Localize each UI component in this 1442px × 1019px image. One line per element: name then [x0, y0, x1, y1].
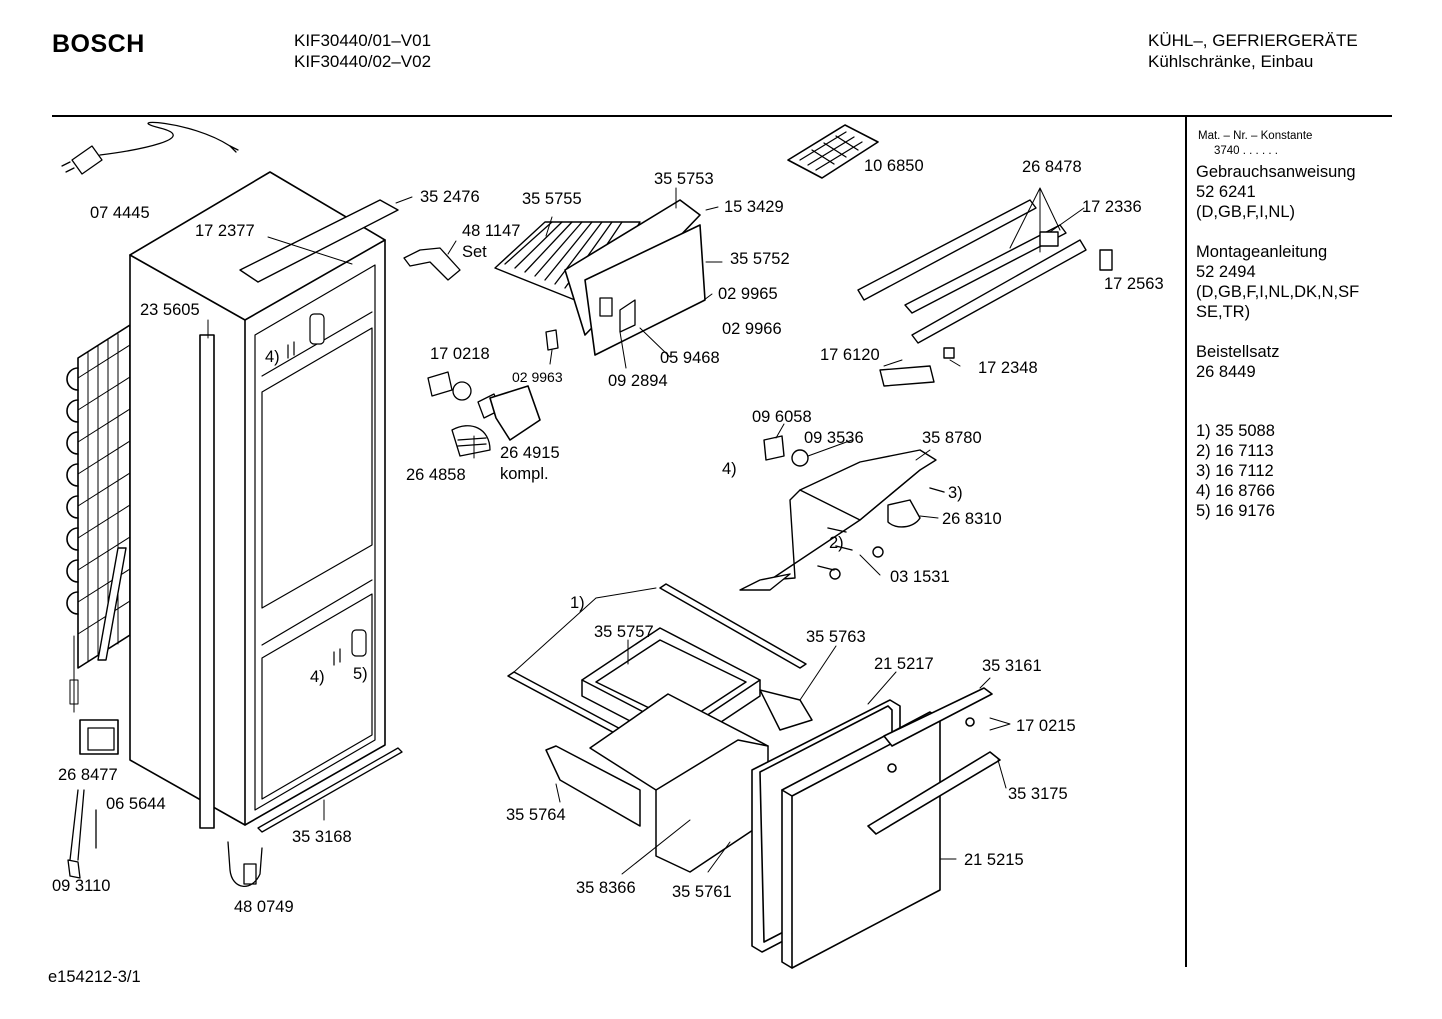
cabinet-drawing	[130, 172, 385, 825]
leader-lines	[74, 188, 1084, 874]
bottom-strip	[258, 748, 402, 832]
footnote-item: 5) 16 9176	[1196, 502, 1275, 520]
part-label: 35 3175	[1008, 785, 1068, 803]
part-label: 07 4445	[90, 204, 150, 222]
part-label: 35 3168	[292, 828, 352, 846]
sidebar-divider	[1185, 117, 1187, 967]
model-number-2: KIF30440/02–V02	[294, 52, 432, 71]
install-languages-1: (D,GB,F,I,NL,DK,N,SF	[1196, 283, 1360, 301]
part-label: 17 0218	[430, 345, 490, 363]
part-label: 35 5763	[806, 628, 866, 646]
part-label: 48 0749	[234, 898, 294, 916]
top-mounting-bracket	[240, 200, 398, 282]
part-label: 17 2377	[195, 222, 255, 240]
footnote-item: 4) 16 8766	[1196, 482, 1275, 500]
drawer-assembly-drawing	[508, 584, 812, 872]
install-title: Montageanleitung	[1196, 243, 1328, 261]
part-label: 4)	[722, 460, 737, 478]
side-trim-strip	[200, 335, 214, 828]
part-label: 17 2348	[978, 359, 1038, 377]
category-title: KÜHL–, GEFRIERGERÄTE	[1148, 31, 1358, 50]
part-label: 06 5644	[106, 795, 166, 813]
part-label: 4)	[265, 348, 280, 366]
part-label: 35 8366	[576, 879, 636, 897]
lamp-housing-drawing	[428, 372, 540, 456]
install-section: Montageanleitung 52 2494 (D,GB,F,I,NL,DK…	[1196, 242, 1359, 322]
lower-left-components	[68, 720, 262, 886]
part-label: 35 5764	[506, 806, 566, 824]
flap-assembly-drawing	[740, 436, 944, 590]
part-label: 35 5753	[654, 170, 714, 188]
evaporator-panel-drawing	[404, 200, 705, 355]
part-label: 09 6058	[752, 408, 812, 426]
part-label: 26 8310	[942, 510, 1002, 528]
footnote-item: 3) 16 7112	[1196, 462, 1274, 480]
footnote-item: 1) 35 5088	[1196, 422, 1275, 440]
manual-title: Gebrauchsanweisung	[1196, 163, 1356, 181]
part-label: 35 5761	[672, 883, 732, 901]
part-label: 21 5215	[964, 851, 1024, 869]
power-cord-drawing	[62, 122, 238, 174]
kit-section: Beistellsatz 26 8449	[1196, 342, 1279, 382]
part-label: 48 1147	[462, 222, 521, 240]
part-label: 09 3110	[52, 877, 111, 895]
part-label: 02 9963	[512, 369, 563, 385]
part-label: 17 6120	[820, 346, 880, 364]
manual-languages: (D,GB,F,I,NL)	[1196, 203, 1296, 221]
part-label: 26 8477	[58, 766, 118, 784]
part-label: 35 8780	[922, 429, 982, 447]
footnote-item: 2) 16 7113	[1196, 442, 1274, 460]
door-drawing	[752, 688, 1000, 968]
install-languages-2: SE,TR)	[1196, 303, 1251, 321]
part-label: Set	[462, 243, 487, 261]
part-label: 05 9468	[660, 349, 720, 367]
part-label: 35 5757	[594, 623, 654, 641]
manual-number: 52 6241	[1196, 183, 1256, 201]
part-label: 09 2894	[608, 372, 668, 390]
part-label: 03 1531	[890, 568, 950, 586]
condenser-coil-drawing	[67, 325, 130, 712]
upper-rails-drawing	[858, 200, 1112, 386]
footnote-list: 1) 35 5088 2) 16 7113 3) 16 7112 4) 16 8…	[1196, 421, 1275, 521]
part-label: 21 5217	[874, 655, 934, 673]
part-label: 26 8478	[1022, 158, 1082, 176]
constant-value: 3740 . . . . . .	[1214, 145, 1278, 157]
part-label: 23 5605	[140, 301, 200, 319]
part-label: 35 5755	[522, 190, 582, 208]
part-label: 2)	[829, 534, 844, 552]
category-subtitle: Kühlschränke, Einbau	[1148, 52, 1314, 71]
part-label: 17 2336	[1082, 198, 1142, 216]
part-label: 09 3536	[804, 429, 864, 447]
part-label: 35 2476	[420, 188, 480, 206]
constant-label: Mat. – Nr. – Konstante	[1198, 130, 1313, 142]
part-label: 1)	[570, 594, 585, 612]
part-label: 5)	[353, 665, 368, 683]
part-label: 26 4915	[500, 444, 560, 462]
kit-number: 26 8449	[1196, 363, 1256, 381]
part-label: 4)	[310, 668, 325, 686]
drawing-id: e154212-3/1	[48, 968, 141, 986]
part-label: 15 3429	[724, 198, 784, 216]
part-label: kompl.	[500, 465, 549, 483]
part-label: 02 9965	[718, 285, 778, 303]
ice-tray-drawing	[788, 125, 878, 178]
manual-section: Gebrauchsanweisung 52 6241 (D,GB,F,I,NL)	[1196, 162, 1356, 222]
kit-title: Beistellsatz	[1196, 343, 1280, 361]
part-label: 26 4858	[406, 466, 466, 484]
part-label: 10 6850	[864, 157, 924, 175]
part-label: 17 2563	[1104, 275, 1164, 293]
header-rule	[52, 115, 1392, 117]
brand-logo: BOSCH	[52, 30, 145, 58]
part-label: 3)	[948, 484, 963, 502]
install-number: 52 2494	[1196, 263, 1256, 281]
part-label: 02 9966	[722, 320, 782, 338]
part-label: 17 0215	[1016, 717, 1076, 735]
model-number-1: KIF30440/01–V01	[294, 31, 432, 50]
part-label: 35 5752	[730, 250, 790, 268]
part-label: 35 3161	[982, 657, 1042, 675]
